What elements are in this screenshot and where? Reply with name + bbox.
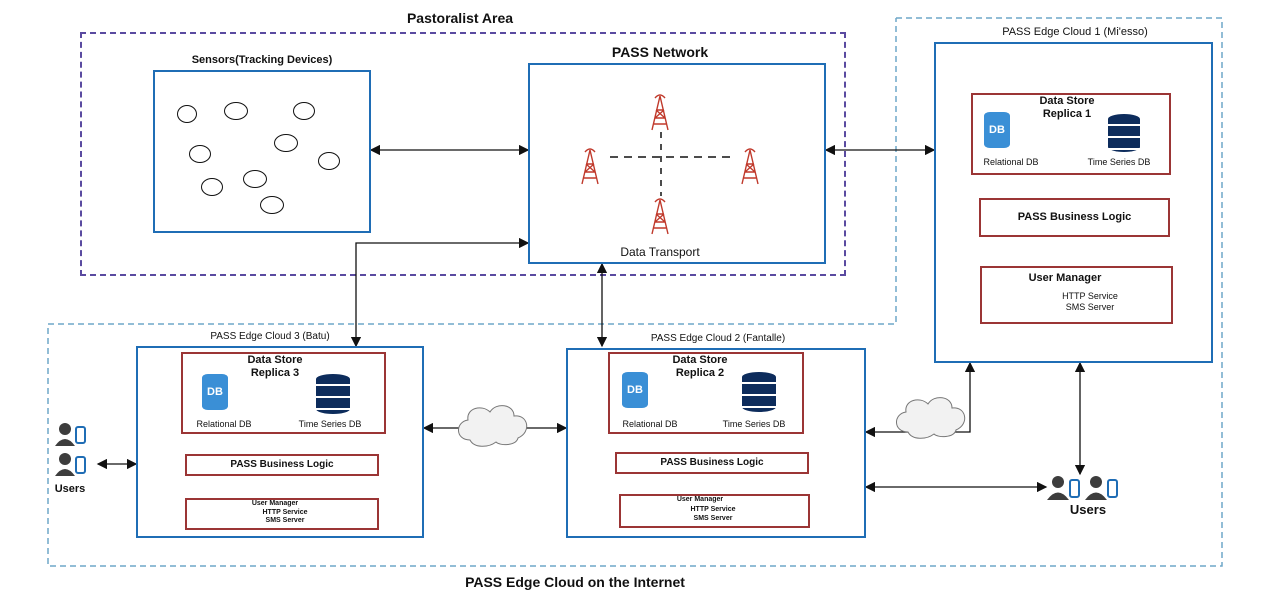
network-box — [528, 63, 826, 264]
relational-db-icon: DB — [622, 372, 648, 408]
edge3-timeseries-label: Time Series DB — [298, 419, 362, 429]
edge3-http-label: HTTP Service — [262, 509, 308, 516]
edge1-user-manager — [980, 266, 1173, 324]
edge2-title: PASS Edge Cloud 2 (Fantalle) — [650, 333, 786, 344]
sensor-node — [274, 134, 298, 152]
users-left-label: Users — [54, 483, 86, 495]
cell-tower-icon — [646, 92, 674, 137]
edge1-business-logic — [979, 198, 1170, 237]
edge1-http-label: HTTP Service — [1062, 291, 1118, 301]
edge3-store-line2: Replica 3 — [250, 367, 300, 379]
edge3-business-label: PASS Business Logic — [230, 459, 334, 470]
edge2-usermgr-label: User Manager — [676, 496, 724, 503]
edge3-data-store — [181, 352, 386, 434]
cell-tower-icon — [646, 196, 674, 241]
cell-tower-icon — [736, 146, 764, 191]
time-series-db-icon — [1108, 114, 1140, 152]
edge2-store-title: Data Store Replica 2 — [655, 354, 745, 380]
sensor-node — [260, 196, 284, 214]
edge1-business-label: PASS Business Logic — [1017, 211, 1132, 223]
user-icon — [54, 452, 88, 483]
sensor-node — [224, 102, 248, 120]
time-series-db-icon — [742, 372, 776, 412]
edge1-store-line2: Replica 1 — [1042, 108, 1092, 120]
internet-region-outline — [47, 17, 1223, 567]
sensors-title: Sensors(Tracking Devices) — [191, 54, 333, 66]
pastoralist-area-title: Pastoralist Area — [406, 10, 514, 26]
edge2-user-manager — [619, 494, 810, 528]
edge2-store-line2: Replica 2 — [675, 367, 725, 379]
edge1-usermgr-label: User Manager — [1028, 272, 1102, 284]
edge3-relational-label: Relational DB — [196, 419, 252, 429]
sensor-node — [293, 102, 315, 120]
user-icon — [54, 422, 88, 453]
user-icon — [1084, 474, 1120, 507]
edge2-business-logic — [615, 452, 809, 474]
edge2-relational-label: Relational DB — [622, 419, 678, 429]
network-title: PASS Network — [611, 44, 709, 60]
edge3-sms-label: SMS Server — [265, 517, 305, 524]
relational-db-icon: DB — [202, 374, 228, 410]
edge3-usermgr-label: User Manager — [251, 500, 299, 507]
edge3-business-logic — [185, 454, 379, 476]
sensor-node — [243, 170, 267, 188]
edge3-user-manager — [185, 498, 379, 530]
users-right-label: Users — [1069, 502, 1107, 517]
time-series-db-icon — [316, 374, 350, 414]
sensor-node — [201, 178, 223, 196]
edge3-title: PASS Edge Cloud 3 (Batu) — [210, 331, 330, 342]
sensor-node — [177, 105, 197, 123]
internet-cloud-title: PASS Edge Cloud on the Internet — [465, 574, 685, 590]
edge1-store-title: Data Store Replica 1 — [1022, 95, 1112, 121]
edge3-store-title: Data Store Replica 3 — [230, 354, 320, 380]
cloud-icon-left — [458, 405, 528, 447]
relational-db-icon: DB — [984, 112, 1010, 148]
edge1-timeseries-label: Time Series DB — [1087, 157, 1151, 167]
edge1-sms-label: SMS Server — [1065, 302, 1115, 312]
edge1-title: PASS Edge Cloud 1 (Mi'esso) — [1002, 26, 1148, 38]
network-caption: Data Transport — [620, 245, 700, 259]
cell-tower-icon — [576, 146, 604, 191]
sensor-node — [189, 145, 211, 163]
sensor-node — [318, 152, 340, 170]
edge1-store-line1: Data Store — [1039, 95, 1095, 107]
edge3-store-line1: Data Store — [247, 354, 303, 366]
edge2-timeseries-label: Time Series DB — [722, 419, 786, 429]
edge2-sms-label: SMS Server — [693, 515, 733, 522]
user-icon — [1046, 474, 1082, 507]
edge1-relational-label: Relational DB — [983, 157, 1039, 167]
cloud-icon-right — [896, 397, 966, 439]
edge2-store-line1: Data Store — [672, 354, 728, 366]
edge2-http-label: HTTP Service — [690, 506, 736, 513]
edge2-business-label: PASS Business Logic — [660, 457, 764, 468]
